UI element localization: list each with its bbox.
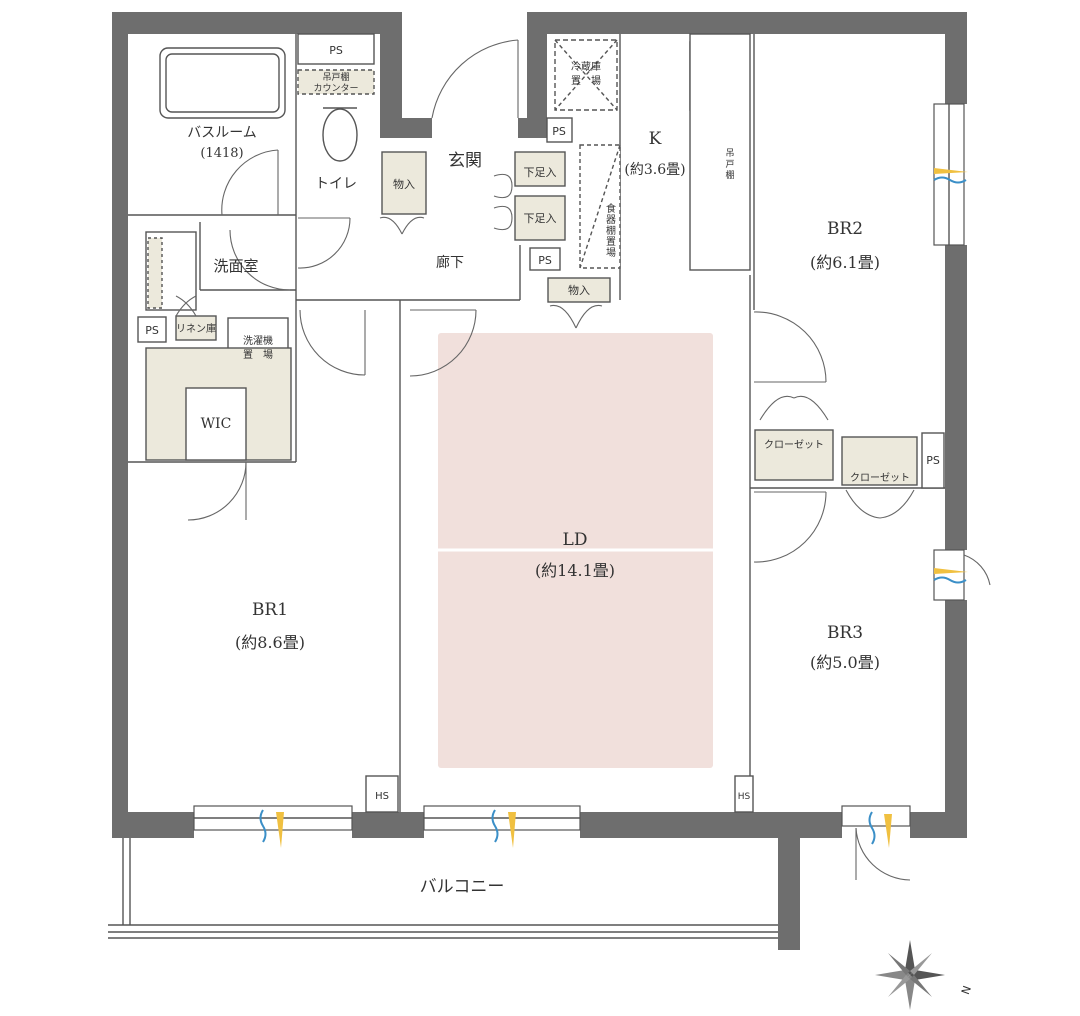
linen-label: リネン庫 xyxy=(176,322,216,335)
shoe-label-2: 下足入 xyxy=(524,212,557,225)
compass-icon xyxy=(875,940,945,1010)
shoe-cabinet-1 xyxy=(514,151,566,187)
br3-label: BR3 xyxy=(827,623,863,643)
ps-hall-label: PS xyxy=(538,254,552,267)
closet-br2-box xyxy=(754,429,834,481)
shoe-label-1: 下足入 xyxy=(524,166,557,179)
ld-size-label: (約14.1畳) xyxy=(535,561,615,580)
dish-shelf-label-1: 食 xyxy=(606,202,616,215)
toilet-shelf-label-2: カウンター xyxy=(313,83,358,94)
hs-left-label: HS xyxy=(375,791,389,802)
br2-size-label: (約6.1畳) xyxy=(810,253,880,272)
dish-shelf-label-3: 棚 xyxy=(606,224,616,237)
shoe-cabinet-2 xyxy=(514,195,566,241)
kitchen-label: K xyxy=(649,129,662,149)
balcony-label: バルコニー xyxy=(420,877,505,897)
ps-kitchen-label: PS xyxy=(552,125,566,138)
bathroom-label: バスルーム xyxy=(187,125,257,141)
closet-br3-label: クローゼット xyxy=(850,472,910,484)
compass-north-label: N xyxy=(959,984,974,996)
hs-left-box xyxy=(365,775,399,813)
storage-entrance-label: 物入 xyxy=(393,177,415,191)
ps-wash-box xyxy=(137,316,167,343)
dish-shelf-label-2: 器 xyxy=(606,214,616,226)
airflow-markers xyxy=(259,168,968,848)
washroom-label: 洗面室 xyxy=(213,257,258,275)
ps-hall-box xyxy=(529,247,561,271)
toilet-ps-box xyxy=(297,33,375,65)
hs-right-label: HS xyxy=(738,792,751,802)
dish-shelf-label-4: 置 xyxy=(606,236,616,248)
wic-label: WIC xyxy=(201,416,232,432)
ps-toilet-label: PS xyxy=(329,44,343,57)
ps-wash-label: PS xyxy=(145,324,159,337)
ps-br3-label: PS xyxy=(926,454,940,467)
entrance-storage xyxy=(381,151,427,215)
entrance-label: 玄関 xyxy=(448,151,482,171)
br2-label: BR2 xyxy=(827,219,863,239)
hanging-label-2: 戸 xyxy=(725,159,734,170)
labels: バスルーム (1418) トイレ 吊戸棚 カウンター PS 洗面室 リネン庫 洗… xyxy=(145,44,974,996)
toilet-bowl xyxy=(322,108,358,162)
fridge-label-1: 冷蔵庫 xyxy=(571,60,601,73)
closet-br3-box xyxy=(841,436,918,486)
windows xyxy=(193,103,965,831)
kitchen-size-label: (約3.6畳) xyxy=(624,162,685,178)
ps-br3-box xyxy=(921,432,945,489)
doors xyxy=(175,39,991,881)
ps-kitchen-box xyxy=(546,117,573,143)
toilet-label: トイレ xyxy=(315,176,357,192)
balcony xyxy=(108,838,778,939)
br1-label: BR1 xyxy=(252,600,288,620)
linen-cabinet xyxy=(175,315,217,341)
closet-br2-label: クローゼット xyxy=(764,439,824,451)
toilet-shelf xyxy=(297,69,375,95)
toilet-shelf-label-1: 吊戸棚 xyxy=(322,71,349,83)
bathroom-size-label: (1418) xyxy=(200,146,243,161)
br1-size-label: (約8.6畳) xyxy=(235,633,305,652)
hall-storage xyxy=(547,277,611,303)
storage-hall-label: 物入 xyxy=(568,283,590,297)
laundry-label-1: 洗濯機 xyxy=(243,334,273,347)
hanging-label-1: 吊 xyxy=(725,148,734,159)
hs-right-box xyxy=(734,775,754,813)
br3-size-label: (約5.0畳) xyxy=(810,653,880,672)
ld-label: LD xyxy=(563,530,588,550)
exterior-walls xyxy=(112,12,967,950)
dish-shelf-label-5: 場 xyxy=(606,246,616,259)
fridge-label-2: 置 場 xyxy=(571,74,601,87)
hanging-label-3: 棚 xyxy=(725,169,734,181)
laundry-label-2: 置 場 xyxy=(243,348,273,361)
hallway-label: 廊下 xyxy=(436,254,464,271)
partitions xyxy=(128,34,945,812)
